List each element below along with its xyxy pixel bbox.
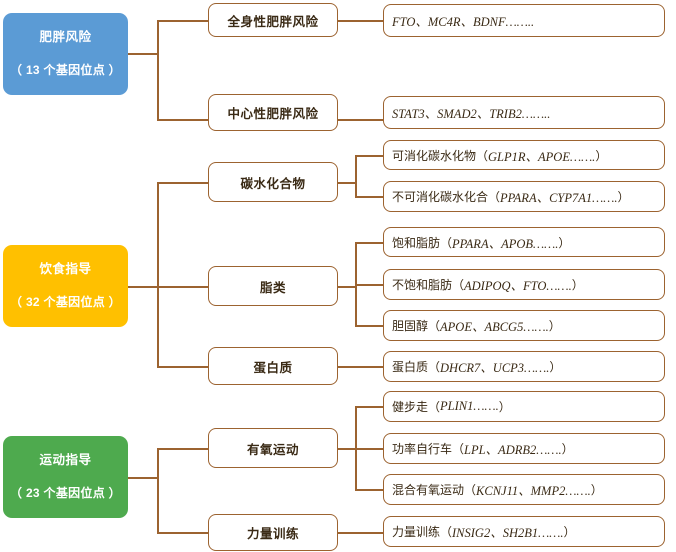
connector-central-to-genes xyxy=(338,119,383,121)
gene-box-prefix: 力量训练（ xyxy=(392,525,453,539)
connector-diet-to-carb xyxy=(157,182,208,184)
gene-box-strength-training[interactable]: 力量训练（ INSIG2、SH2B1……. ） xyxy=(383,516,665,547)
gene-box-suffix: ） xyxy=(498,400,511,414)
gene-box-brisk-walking[interactable]: 健步走（ PLIN1……. ） xyxy=(383,391,665,422)
category-box-lipids[interactable]: 脂类 xyxy=(208,266,338,306)
category-box-carbohydrate[interactable]: 碳水化合物 xyxy=(208,162,338,202)
connector-diet-to-lipids xyxy=(157,286,208,288)
category-label-central-obesity: 中心性肥胖风险 xyxy=(227,107,319,121)
root-subtitle-exercise-guidance: （ 23 个基因位点 ） xyxy=(10,486,121,501)
connector-lipids-stem xyxy=(338,286,356,288)
connector-aerobic-to-mixed xyxy=(355,489,383,491)
gene-list: ADIPOQ、FTO……. xyxy=(464,279,572,293)
connector-carb-stem xyxy=(338,182,356,184)
gene-list: LPL、ADRB2……. xyxy=(464,443,562,457)
gene-list: PPARA、CYP7A1……. xyxy=(500,191,618,205)
connector-obesity-bracket xyxy=(157,20,159,120)
connector-carb-bracket xyxy=(355,155,357,197)
gene-box-suffix: ） xyxy=(571,278,584,292)
connector-diet-bracket xyxy=(157,182,159,367)
gene-list: INSIG2、SH2B1……. xyxy=(452,526,564,540)
gene-box-prefix: 蛋白质（ xyxy=(392,360,441,374)
connector-obesity-stem xyxy=(128,53,158,55)
gene-box-unsaturated-fat[interactable]: 不饱和脂肪（ ADIPOQ、FTO……. ） xyxy=(383,269,665,300)
root-box-diet-guidance[interactable]: 饮食指导 （ 32 个基因位点 ） xyxy=(3,245,128,327)
connector-protein-to-genes xyxy=(338,366,383,368)
gene-box-suffix: ） xyxy=(563,525,576,539)
gene-list: PPARA、APOB……. xyxy=(452,236,559,251)
gene-box-prefix: 健步走（ xyxy=(392,400,441,414)
connector-lipids-to-unsaturated xyxy=(355,284,383,286)
gene-box-saturated-fat[interactable]: 饱和脂肪（ PPARA、APOB……. ） xyxy=(383,227,665,257)
gene-box-suffix: ） xyxy=(617,190,630,204)
gene-box-suffix: ） xyxy=(548,319,561,333)
connector-carb-to-indigestible xyxy=(355,196,383,198)
gene-list: APOE、ABCG5……. xyxy=(440,320,549,334)
gene-box-prefix: 不饱和脂肪（ xyxy=(392,278,465,292)
gene-box-power-cycling[interactable]: 功率自行车（ LPL、ADRB2……. ） xyxy=(383,433,665,464)
connector-general-to-genes xyxy=(338,20,383,22)
gene-list: GLP1R、APOE……. xyxy=(488,149,596,164)
gene-list: FTO、MC4R、BDNF…….. xyxy=(392,15,535,29)
gene-box-suffix: ） xyxy=(549,360,562,374)
connector-exercise-stem xyxy=(128,477,158,479)
connector-lipids-to-saturated xyxy=(355,242,383,244)
root-title-obesity-risk: 肥胖风险 xyxy=(39,29,92,44)
connector-obesity-to-general xyxy=(157,20,208,22)
gene-box-prefix: 不可消化碳水化合（ xyxy=(392,190,501,204)
connector-diet-to-protein xyxy=(157,366,208,368)
connector-carb-to-digestible xyxy=(355,155,383,157)
root-title-diet-guidance: 饮食指导 xyxy=(39,261,92,276)
connector-exercise-to-aerobic xyxy=(157,448,208,450)
root-box-exercise-guidance[interactable]: 运动指导 （ 23 个基因位点 ） xyxy=(3,436,128,518)
gene-list: DHCR7、UCP3……. xyxy=(440,361,550,375)
gene-box-suffix: ） xyxy=(558,235,571,250)
gene-list: KCNJ11、MMP2……. xyxy=(476,484,591,498)
gene-box-prefix: 功率自行车（ xyxy=(392,442,465,456)
root-title-exercise-guidance: 运动指导 xyxy=(39,452,92,467)
connector-aerobic-to-cycling xyxy=(355,448,383,450)
gene-box-suffix: ） xyxy=(590,483,603,497)
category-box-aerobic[interactable]: 有氧运动 xyxy=(208,428,338,468)
root-subtitle-diet-guidance: （ 32 个基因位点 ） xyxy=(10,295,121,310)
gene-box-general-obesity[interactable]: FTO、MC4R、BDNF…….. xyxy=(383,4,665,37)
root-subtitle-obesity-risk: （ 13 个基因位点 ） xyxy=(10,63,121,78)
connector-lipids-to-cholesterol xyxy=(355,325,383,327)
gene-box-protein[interactable]: 蛋白质（ DHCR7、UCP3……. ） xyxy=(383,351,665,382)
connector-exercise-bracket xyxy=(157,448,159,533)
connector-obesity-to-central xyxy=(157,119,208,121)
category-label-aerobic: 有氧运动 xyxy=(246,442,299,457)
gene-list: PLIN1……. xyxy=(440,399,499,413)
gene-box-digestible-carb[interactable]: 可消化碳水化物（ GLP1R、APOE……. ） xyxy=(383,140,665,170)
gene-box-suffix: ） xyxy=(595,148,608,163)
category-box-general-obesity[interactable]: 全身性肥胖风险 xyxy=(208,3,338,37)
category-label-strength: 力量训练 xyxy=(246,527,299,541)
gene-box-prefix: 饱和脂肪（ xyxy=(392,235,453,250)
category-label-lipids: 脂类 xyxy=(259,280,286,295)
gene-list: STAT3、SMAD2、TRIB2…….. xyxy=(392,107,551,121)
gene-box-mixed-aerobic[interactable]: 混合有氧运动（ KCNJ11、MMP2……. ） xyxy=(383,474,665,505)
root-box-obesity-risk[interactable]: 肥胖风险 （ 13 个基因位点 ） xyxy=(3,13,128,95)
gene-box-prefix: 可消化碳水化物（ xyxy=(392,148,489,163)
gene-box-central-obesity[interactable]: STAT3、SMAD2、TRIB2…….. xyxy=(383,96,665,129)
gene-box-prefix: 胆固醇（ xyxy=(392,319,441,333)
category-box-central-obesity[interactable]: 中心性肥胖风险 xyxy=(208,94,338,131)
connector-strength-to-genes xyxy=(338,532,383,534)
gene-box-indigestible-carb[interactable]: 不可消化碳水化合（ PPARA、CYP7A1……. ） xyxy=(383,181,665,212)
gene-box-suffix: ） xyxy=(561,442,574,456)
connector-aerobic-stem xyxy=(338,448,356,450)
connector-exercise-to-strength xyxy=(157,532,208,534)
category-box-protein[interactable]: 蛋白质 xyxy=(208,347,338,385)
gene-box-prefix: 混合有氧运动（ xyxy=(392,483,477,497)
category-box-strength[interactable]: 力量训练 xyxy=(208,514,338,551)
category-label-carbohydrate: 碳水化合物 xyxy=(240,176,306,191)
connector-diet-stem xyxy=(128,286,158,288)
gene-box-cholesterol[interactable]: 胆固醇（ APOE、ABCG5……. ） xyxy=(383,310,665,341)
category-label-protein: 蛋白质 xyxy=(253,360,293,375)
category-label-general-obesity: 全身性肥胖风险 xyxy=(227,14,319,29)
connector-aerobic-to-walking xyxy=(355,406,383,408)
